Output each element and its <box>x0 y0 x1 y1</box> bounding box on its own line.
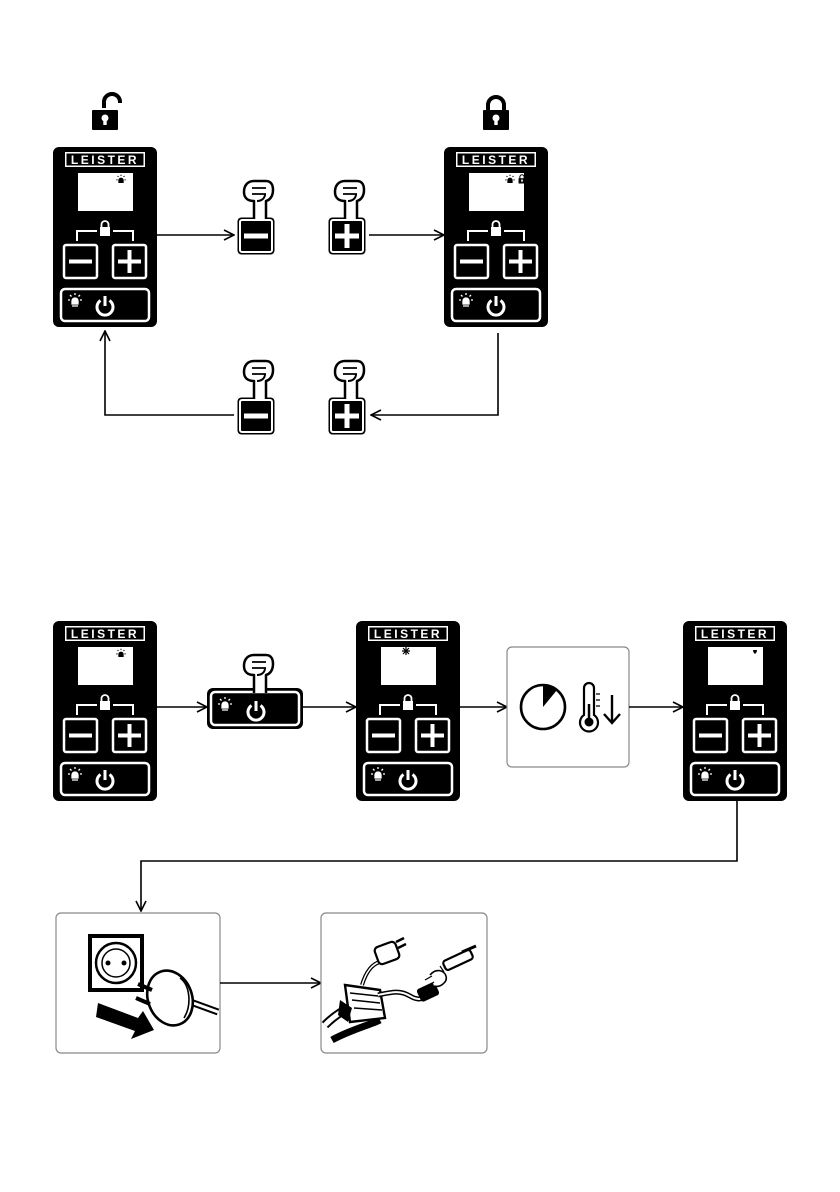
minus-button-icon <box>238 218 275 255</box>
timer-icon <box>521 685 565 729</box>
device-running <box>53 621 157 801</box>
flow-arrow <box>105 331 234 415</box>
device-unlocked <box>53 147 157 327</box>
wall-socket-icon <box>88 934 144 992</box>
unlock-step-plus <box>329 361 366 435</box>
flow-arrow <box>371 333 498 415</box>
cooldown-box <box>507 647 629 767</box>
unlock-icon <box>92 94 120 130</box>
pointing-hand-icon <box>335 361 364 399</box>
fan-icon <box>402 647 410 655</box>
press-power-step <box>207 655 303 729</box>
device-off <box>683 621 787 801</box>
lock-step-minus <box>238 181 275 255</box>
pointing-hand-icon <box>244 655 273 693</box>
minus-button-icon <box>238 398 275 435</box>
lock-step-plus <box>329 181 366 255</box>
shutdown-section <box>53 621 787 1053</box>
pointing-hand-icon <box>335 181 364 219</box>
pointing-hand-icon <box>244 181 273 219</box>
device-cooling <box>356 621 460 801</box>
disconnect-box <box>321 913 487 1053</box>
unplug-box <box>56 913 220 1053</box>
unlock-step-minus <box>238 361 275 435</box>
lock-section <box>53 94 548 435</box>
plus-button-icon <box>329 218 366 255</box>
lock-icon <box>483 97 509 130</box>
flow-arrow <box>141 801 737 911</box>
plus-button-icon <box>329 398 366 435</box>
pointing-hand-icon <box>244 361 273 399</box>
device-locked <box>444 147 548 327</box>
